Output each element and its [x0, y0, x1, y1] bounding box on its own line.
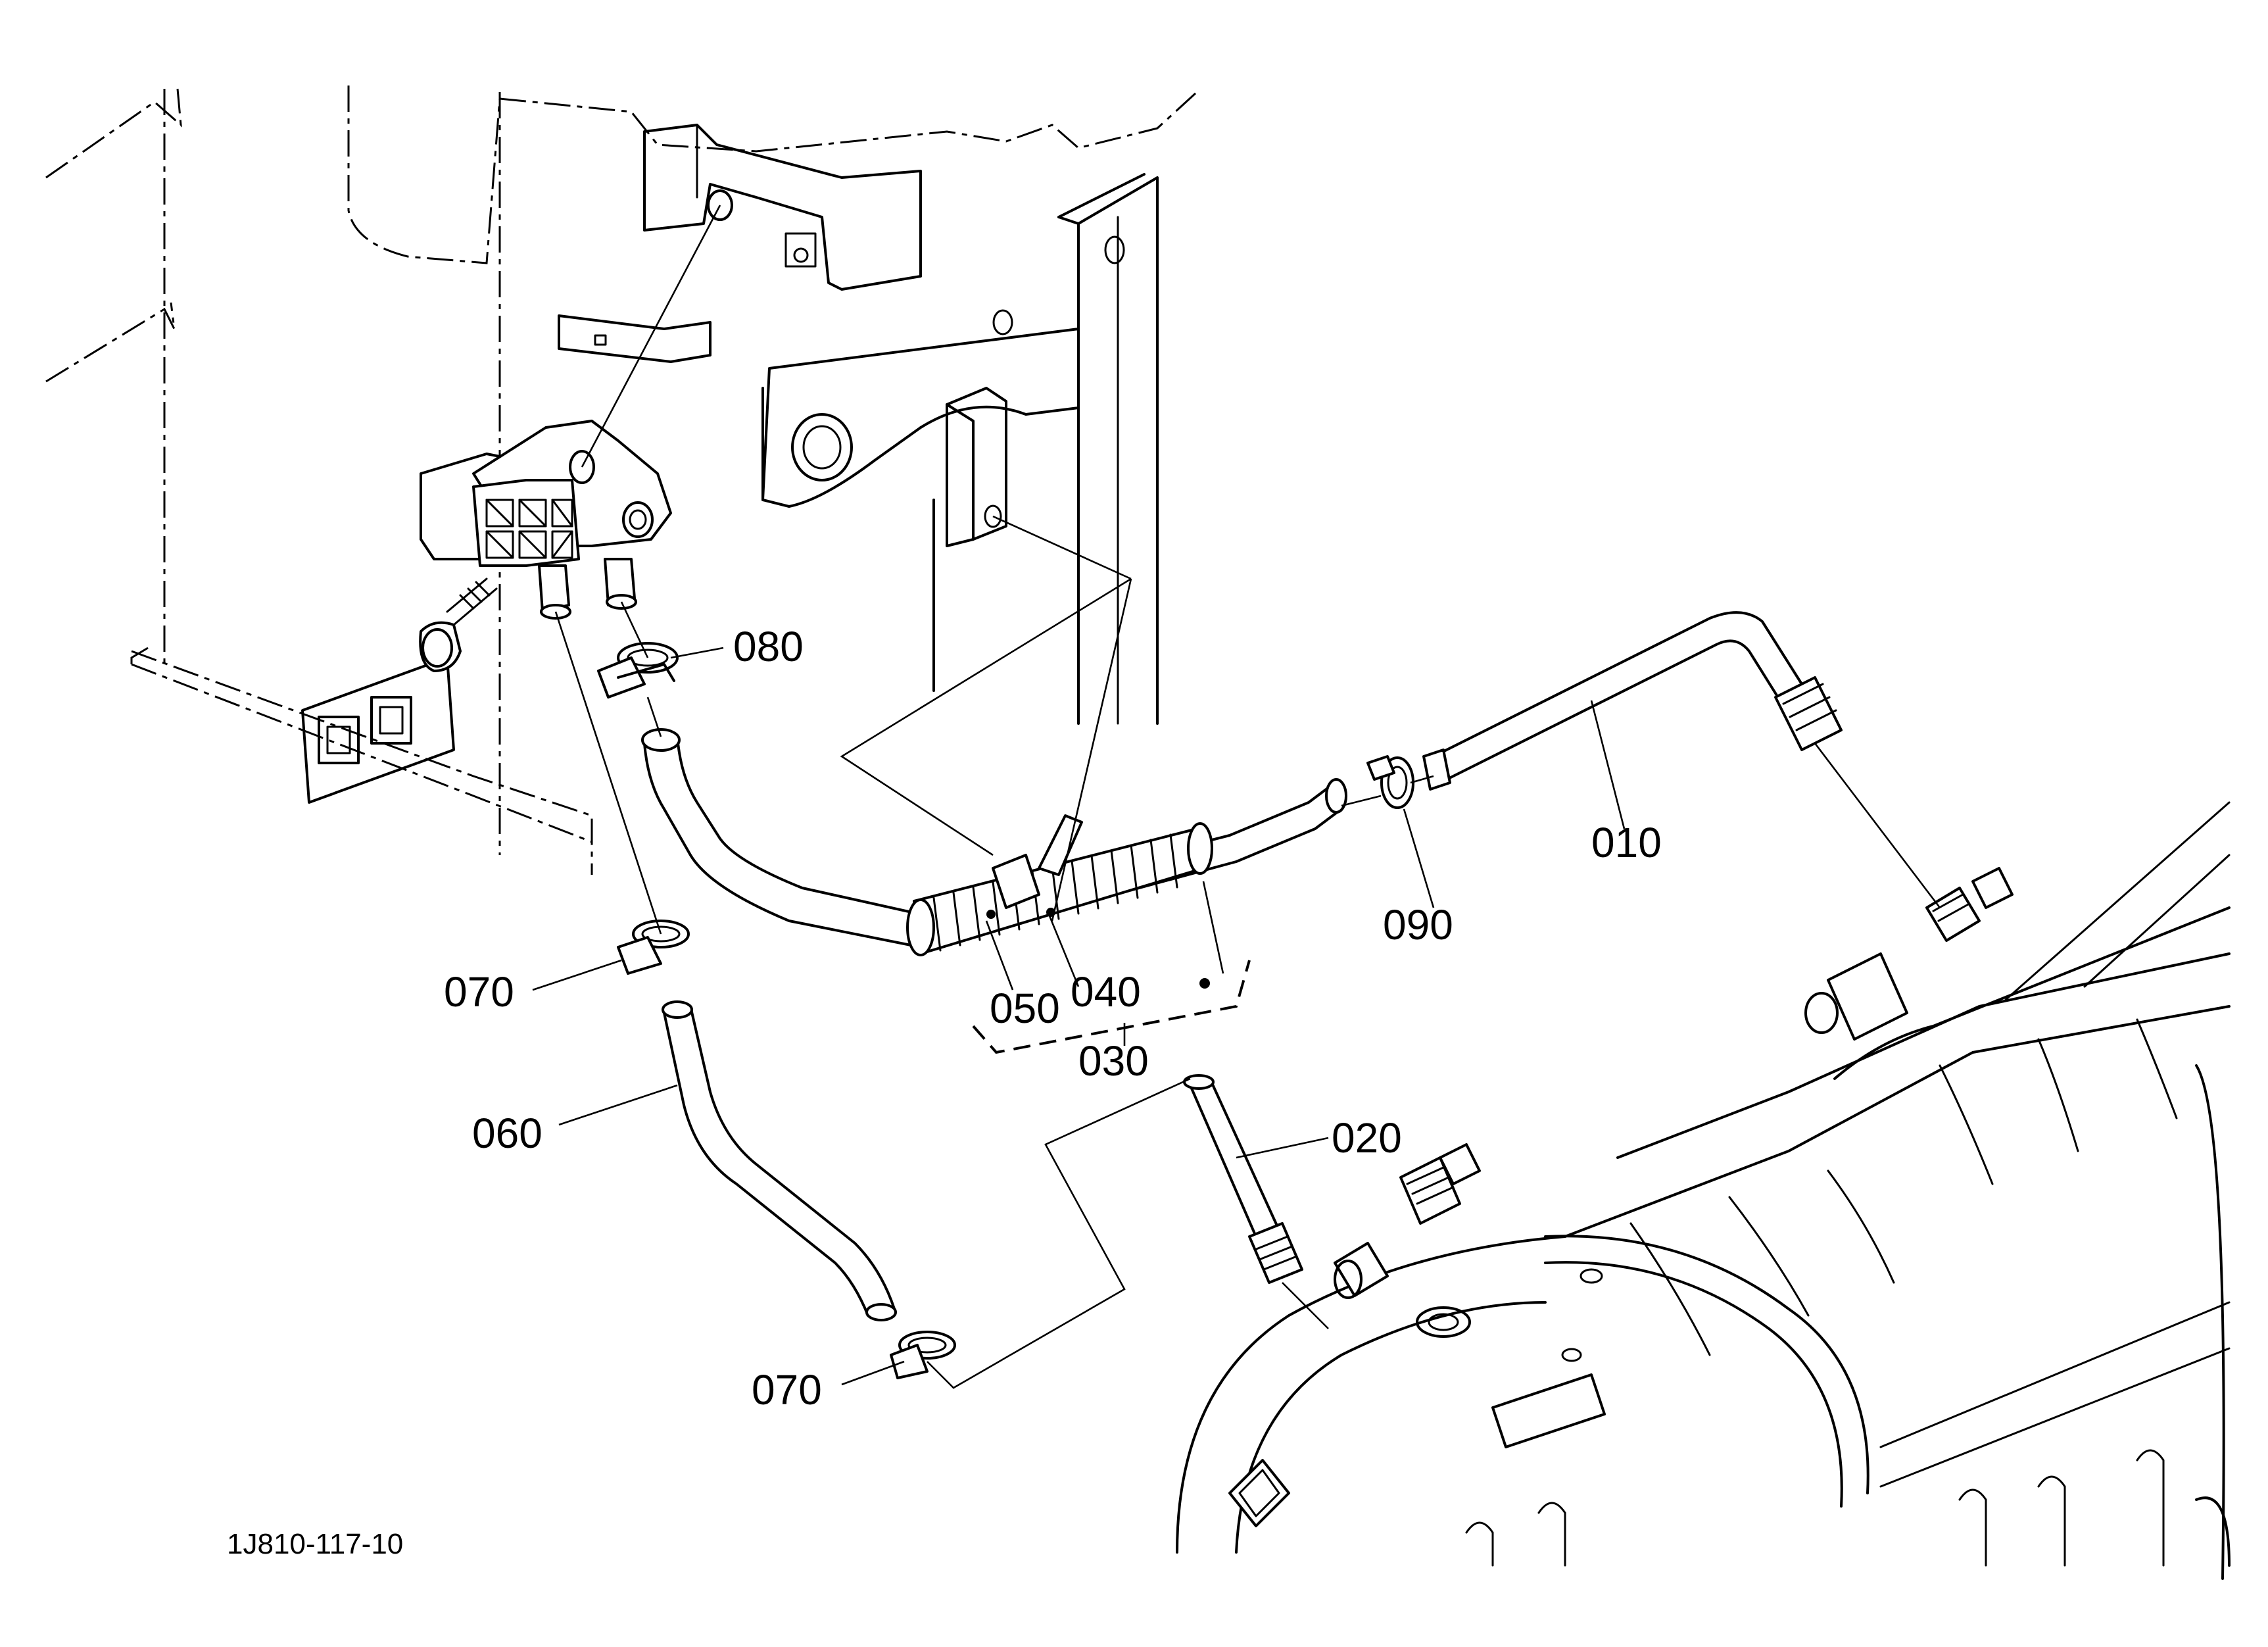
- clamp-090: [1366, 755, 1414, 809]
- clamp-080: [597, 642, 679, 699]
- mount-bracket: [761, 328, 1080, 547]
- hose-060: [662, 1000, 897, 1321]
- callout-070-upper: 070: [444, 968, 514, 1016]
- callout-080: 080: [733, 623, 804, 670]
- callout-070-lower: 070: [752, 1366, 822, 1413]
- lower-mount-plate: [301, 656, 455, 804]
- small-tab: [558, 314, 712, 363]
- assembly-030-bracket: [972, 960, 1251, 1054]
- callout-030: 030: [1078, 1037, 1149, 1085]
- callout-040: 040: [1071, 968, 1141, 1016]
- pressure-sensor: [420, 420, 672, 620]
- callout-060: 060: [472, 1110, 543, 1157]
- callout-050: 050: [990, 985, 1060, 1032]
- frame-plate: [932, 173, 1159, 725]
- callout-010: 010: [1591, 819, 1662, 866]
- dpf-muffler: [1176, 801, 2231, 1580]
- drawing-number: 1J810-117-10: [227, 1528, 403, 1560]
- callout-090: 090: [1383, 901, 1453, 948]
- sensor-bolt: [419, 578, 498, 672]
- hose-assembly-030: [641, 728, 1347, 989]
- callout-020: 020: [1332, 1114, 1402, 1162]
- clamp-070-lower: [890, 1331, 956, 1379]
- pipe-020: [1183, 1074, 1303, 1284]
- upper-bracket: [643, 124, 922, 291]
- pipe-010: [1422, 611, 1843, 791]
- leader-lines: [532, 205, 1941, 1389]
- clamp-070-upper: [617, 920, 690, 975]
